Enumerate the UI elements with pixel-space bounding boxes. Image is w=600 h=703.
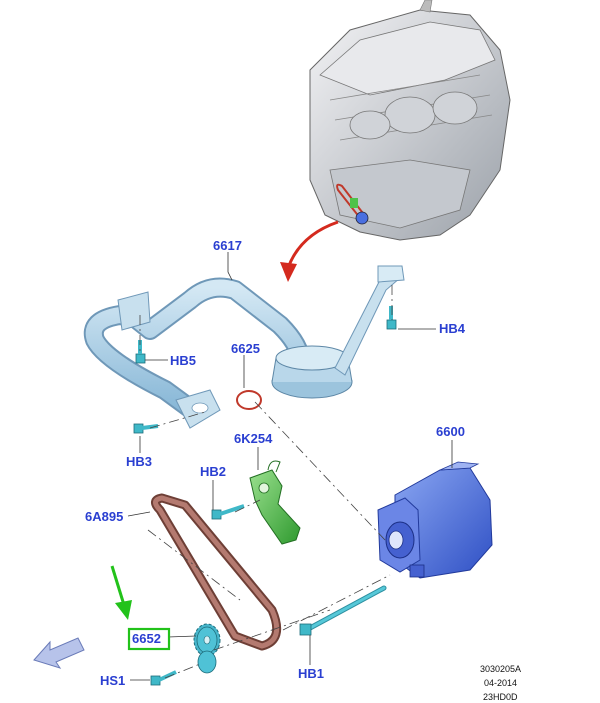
- o-ring-gasket: [236, 390, 262, 410]
- ref-code: 3030205A: [480, 664, 521, 674]
- front-direction-arrow-icon: [33, 637, 85, 669]
- label-hb2: HB2: [200, 464, 226, 479]
- label-6652: 6652: [132, 631, 161, 646]
- label-hb1: HB1: [298, 666, 324, 681]
- ref-model: 23HD0D: [483, 692, 518, 702]
- label-6600: 6600: [436, 424, 465, 439]
- fastener-hs1: [150, 670, 177, 686]
- label-hb5: HB5: [170, 353, 196, 368]
- drive-chain: [151, 493, 282, 651]
- callout-arrow: [280, 220, 339, 282]
- oil-pickup-tube: [83, 265, 405, 429]
- label-6617: 6617: [213, 238, 242, 253]
- crank-sprocket: [193, 623, 221, 674]
- label-6k254: 6K254: [234, 431, 273, 446]
- fastener-hb2: [211, 504, 245, 520]
- label-6625: 6625: [231, 341, 260, 356]
- label-hb4: HB4: [439, 321, 466, 336]
- engine-block: [309, 0, 511, 241]
- fastener-hb1: [299, 585, 387, 636]
- label-hb3: HB3: [126, 454, 152, 469]
- alignment-lines: [139, 285, 393, 679]
- leader-lines: [127, 252, 453, 681]
- chain-tensioner: [249, 460, 301, 545]
- fastener-hb5: [135, 340, 146, 364]
- fastener-hb4: [386, 306, 397, 330]
- green-pointer-arrow-icon: [110, 565, 132, 620]
- fastener-hb3: [133, 423, 159, 434]
- ref-date: 04-2014: [484, 678, 517, 688]
- label-6a895: 6A895: [85, 509, 123, 524]
- highlight-box-6652: [127, 627, 171, 651]
- label-hs1: HS1: [100, 673, 125, 688]
- oil-pump: [377, 461, 493, 579]
